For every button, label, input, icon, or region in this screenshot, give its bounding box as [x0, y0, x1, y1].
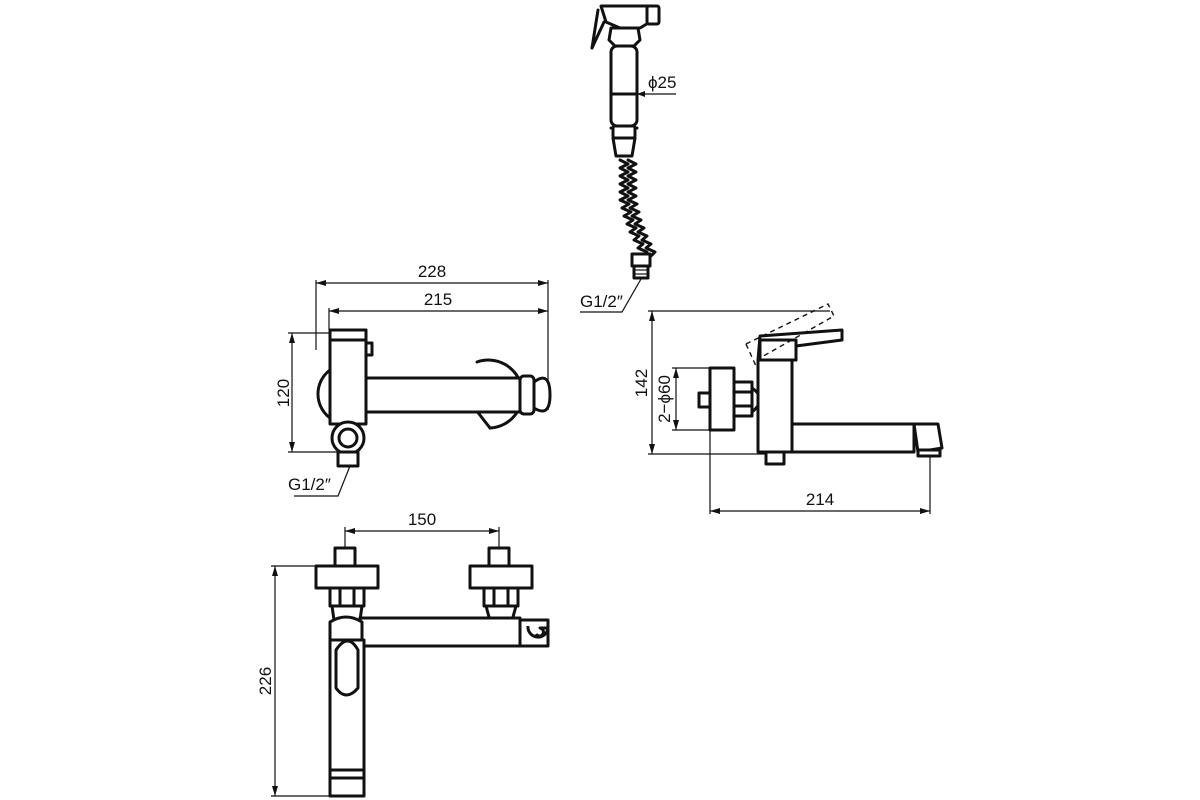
mixer-thread-label: G1/2″	[288, 475, 331, 494]
front-horizontal-pipe	[358, 616, 522, 648]
hose-fitting-thread	[632, 264, 650, 280]
pipe-end-cap	[518, 374, 536, 416]
centers-label: 150	[408, 510, 436, 529]
front-lever-handle	[334, 639, 360, 697]
side-outlet-stub	[764, 450, 786, 466]
shower-handle-ring	[611, 124, 637, 140]
shower-hose	[618, 158, 649, 258]
mixer-top-cap	[328, 328, 368, 342]
side-lever-raised-outline	[745, 303, 835, 359]
left-flange	[314, 564, 380, 590]
shower-head-view: ϕ25 G1/2″	[580, 4, 676, 313]
side-nut	[732, 380, 754, 418]
front-height-label: 226	[256, 667, 275, 695]
shower-thread-label: G1/2″	[580, 292, 623, 311]
shower-handle	[609, 44, 639, 128]
shower-outlet-inner	[337, 427, 359, 449]
shower-neck	[607, 26, 642, 48]
side-height-label: 142	[632, 369, 651, 397]
width-label: 215	[424, 290, 452, 309]
side-lever-base	[758, 338, 798, 362]
mixer-thread-leader	[294, 465, 351, 497]
side-spout	[790, 422, 916, 454]
height-label: 120	[274, 379, 293, 407]
side-spout-aerator	[912, 422, 944, 454]
shower-head-nozzle	[599, 4, 652, 30]
shower-diameter-label: ϕ25	[648, 73, 676, 92]
side-wall-flange	[708, 366, 736, 432]
mixer-body	[328, 328, 368, 426]
shower-handle-tail	[611, 136, 637, 158]
shower-holder-clip	[526, 625, 550, 639]
side-mixer-body	[756, 358, 794, 454]
side-view: 142 2−ϕ60 214	[632, 303, 944, 514]
pipe-end-knob	[532, 376, 552, 413]
front-view: 150 226	[256, 510, 550, 798]
horizontal-pipe	[364, 376, 528, 414]
side-aerator-tip	[916, 448, 942, 458]
right-inlet-stub	[487, 546, 511, 568]
left-wall-flange	[316, 366, 335, 422]
top-view: 228 215 120 G1/2″	[274, 262, 552, 497]
mixer-pin	[364, 341, 374, 357]
right-flange	[468, 564, 534, 590]
right-nut	[482, 586, 520, 608]
shower-head-cap	[645, 4, 661, 26]
flange-label: 2−ϕ60	[655, 375, 674, 423]
shower-thread-leader	[580, 278, 642, 313]
shower-trigger-lever-back	[590, 8, 600, 50]
overall-width-label: 228	[418, 262, 446, 281]
hose-fitting-nut	[630, 252, 652, 268]
side-inlet-stub	[697, 391, 712, 409]
spout-length-label: 214	[806, 490, 834, 509]
left-inlet-stub	[333, 546, 357, 568]
shower-outlet-thread	[336, 450, 360, 468]
left-nut	[328, 586, 366, 608]
front-aerator	[328, 768, 366, 798]
